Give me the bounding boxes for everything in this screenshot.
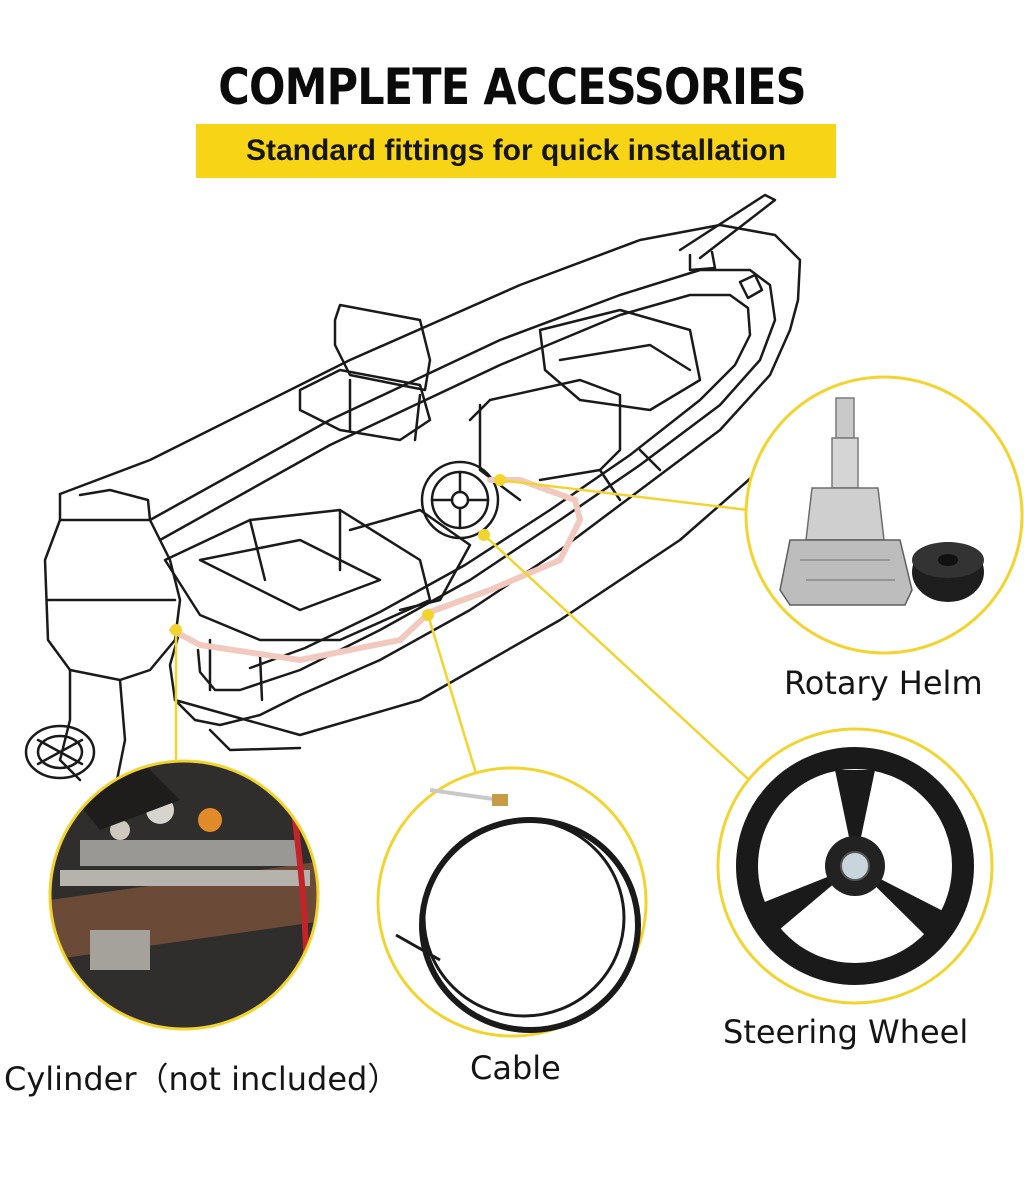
cylinder-callout [48, 759, 320, 1031]
subtitle-banner: Standard fittings for quick installation [196, 124, 836, 178]
cable-label: Cable [470, 1049, 561, 1087]
cable-callout [376, 766, 648, 1038]
steering-wheel-callout [716, 727, 994, 1005]
rotary-helm-label: Rotary Helm [784, 664, 983, 702]
steering-wheel-label: Steering Wheel [723, 1013, 969, 1051]
boat-outline-drawing [24, 193, 802, 792]
cylinder-label: Cylinder（not included） [4, 1060, 400, 1098]
cable-route [169, 477, 583, 663]
callout-lines [174, 478, 761, 791]
subtitle-text: Standard fittings for quick installation [245, 134, 787, 167]
page-title: COMPLETE ACCESSORIES [218, 58, 806, 116]
callout-dots [170, 474, 506, 636]
rotary-helm-callout [744, 375, 1024, 655]
